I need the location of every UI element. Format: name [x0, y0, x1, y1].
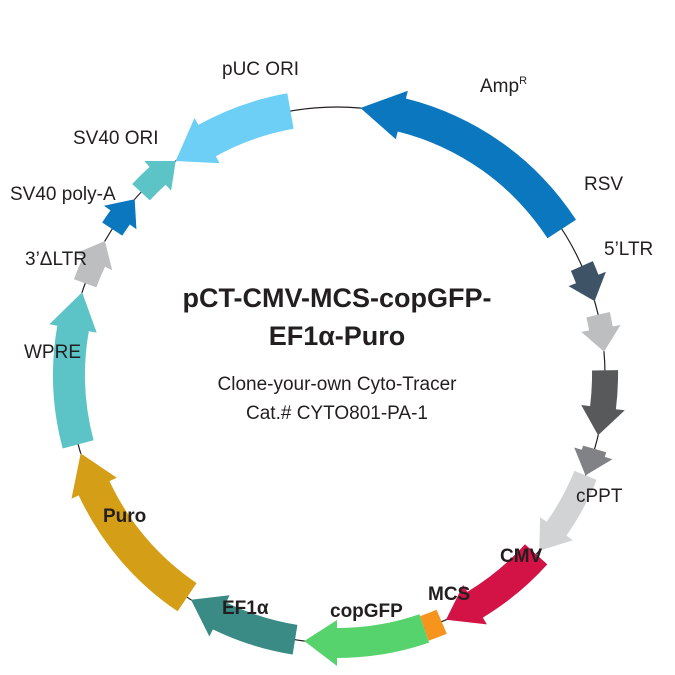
- feature-label-text-puro: Puro: [103, 506, 146, 527]
- feature-label-superscript-ampr: R: [519, 75, 527, 87]
- feature-arrow-mcs: [420, 609, 447, 641]
- feature-arrow-5ltr: [581, 312, 621, 352]
- feature-label-copgfp: copGFP: [330, 601, 403, 622]
- feature-arrow-rre: [574, 445, 613, 476]
- feature-arrow-copgfp: [304, 614, 430, 666]
- feature-label-text-copgfp: copGFP: [330, 601, 403, 622]
- feature-label-text-cmv: CMV: [500, 546, 543, 567]
- feature-arrow-puc: [175, 93, 294, 164]
- feature-arrow-puro: [71, 453, 197, 612]
- plasmid-name-line1: pCT-CMV-MCS-copGFP-: [183, 283, 492, 313]
- catalog-number: Cat.# CYTO801-PA-1: [246, 403, 428, 424]
- feature-arrow-cppt: [539, 470, 597, 551]
- feature-label-text-sv40polya: SV40 poly-A: [10, 184, 116, 205]
- feature-arrow-rsv: [568, 261, 606, 302]
- feature-label-mcs: MCS: [428, 584, 470, 605]
- feature-arrow-cmv: [446, 544, 548, 625]
- feature-label-text-ef1a: EF1α: [222, 598, 269, 619]
- feature-arrow-gag: [581, 370, 625, 436]
- feature-label-ampr: AmpR: [480, 75, 527, 97]
- feature-label-rsv: RSV: [584, 174, 623, 195]
- plasmid-name-line2: EF1α-Puro: [269, 321, 406, 351]
- feature-label-text-ampr: Amp: [480, 76, 519, 97]
- feature-arrow-wpre: [49, 292, 97, 449]
- feature-label-3ltr: 3’ΔLTR: [25, 249, 87, 270]
- feature-label-text-cppt: cPPT: [576, 486, 623, 507]
- feature-arrow-ampr: [360, 90, 576, 239]
- feature-label-cppt: cPPT: [576, 486, 623, 507]
- plasmid-description: Clone-your-own Cyto-Tracer: [218, 374, 458, 395]
- feature-labels: AmpR RSV 5’LTR cPPT CMV MCS copGFP EF1α Puro WPRE…: [10, 59, 653, 622]
- feature-label-text-rsv: RSV: [584, 174, 623, 195]
- feature-label-puc: pUC ORI: [222, 59, 299, 80]
- feature-label-text-puc: pUC ORI: [222, 59, 299, 80]
- feature-label-text-3ltr: 3’ΔLTR: [25, 249, 87, 270]
- feature-label-text-wpre: WPRE: [24, 342, 81, 363]
- feature-arrow-sv40polya: [102, 199, 137, 236]
- feature-label-text-sv40ori: SV40 ORI: [73, 128, 159, 149]
- feature-label-sv40ori: SV40 ORI: [73, 128, 159, 149]
- feature-label-text-5ltr: 5’LTR: [604, 239, 653, 260]
- feature-label-text-mcs: MCS: [428, 584, 470, 605]
- plasmid-info: pCT-CMV-MCS-copGFP- EF1α-Puro Clone-your…: [183, 283, 492, 424]
- feature-arrows: [49, 90, 625, 666]
- feature-label-wpre: WPRE: [24, 342, 81, 363]
- feature-label-ef1a: EF1α: [222, 598, 269, 619]
- feature-arrow-ef1a: [191, 595, 298, 655]
- feature-label-5ltr: 5’LTR: [604, 239, 653, 260]
- feature-arrow-sv40ori: [132, 161, 176, 201]
- feature-arrow-3ltr: [73, 241, 113, 288]
- feature-label-puro: Puro: [103, 506, 146, 527]
- feature-label-sv40polya: SV40 poly-A: [10, 184, 116, 205]
- feature-label-cmv: CMV: [500, 546, 543, 567]
